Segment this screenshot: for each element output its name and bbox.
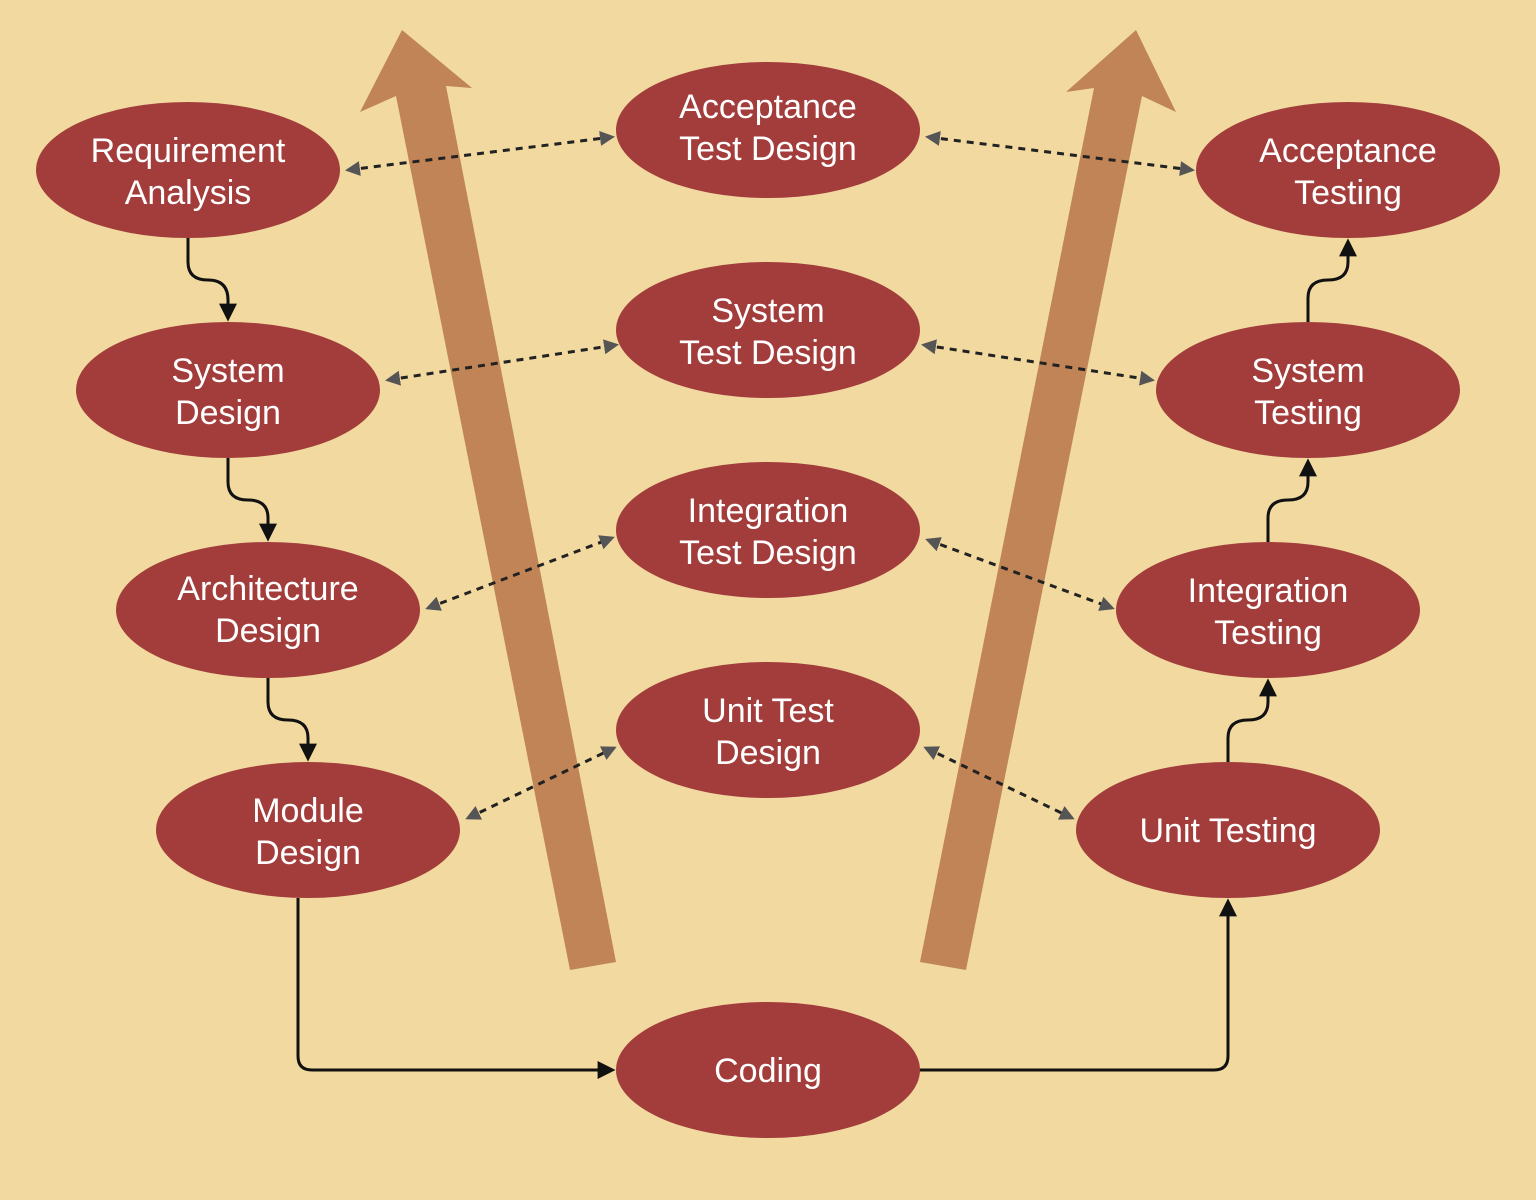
right-upward-big-arrow xyxy=(920,30,1176,970)
node-integration-testing: Integration Testing xyxy=(1116,542,1420,678)
node-label-line2: Analysis xyxy=(125,174,252,212)
node-label-line1: Acceptance xyxy=(679,88,857,126)
flow-integration-to-system-testing xyxy=(1266,458,1317,542)
node-label-line1: Module xyxy=(252,792,364,830)
flow-module-to-coding xyxy=(296,898,616,1079)
node-module-design: Module Design xyxy=(156,762,460,898)
flow-system-to-architecture xyxy=(226,458,277,542)
node-system-test-design: System Test Design xyxy=(616,262,920,398)
node-label-line1: Requirement xyxy=(91,132,286,170)
node-label-line2: Testing xyxy=(1294,174,1402,212)
dotted-module-unit-design xyxy=(465,746,617,820)
node-label-line2: Design xyxy=(215,612,321,650)
node-label-line1: Acceptance xyxy=(1259,132,1437,170)
node-integration-test-design: Integration Test Design xyxy=(616,462,920,598)
flow-requirement-to-system xyxy=(186,238,237,322)
node-label-line2: Design xyxy=(255,834,361,872)
node-architecture-design: Architecture Design xyxy=(116,542,420,678)
node-label-line1: Integration xyxy=(1188,572,1349,610)
node-label-line2: Test Design xyxy=(679,534,857,572)
flow-architecture-to-module xyxy=(266,678,317,762)
node-label-line1: System xyxy=(1251,352,1364,390)
dotted-integration-design-testing xyxy=(925,537,1115,611)
flow-unit-to-integration-testing xyxy=(1226,678,1277,762)
node-label-line1: Coding xyxy=(714,1052,822,1090)
node-label-line2: Testing xyxy=(1214,614,1322,652)
node-unit-testing: Unit Testing xyxy=(1076,762,1380,898)
node-acceptance-testing: Acceptance Testing xyxy=(1196,102,1500,238)
node-label-line1: Unit Test xyxy=(702,692,834,730)
node-requirement-analysis: Requirement Analysis xyxy=(36,102,340,238)
node-label-line2: Design xyxy=(175,394,281,432)
node-label-line1: Unit Testing xyxy=(1139,812,1316,850)
left-upward-big-arrow xyxy=(360,30,616,970)
node-label-line2: Test Design xyxy=(679,334,857,372)
node-acceptance-test-design: Acceptance Test Design xyxy=(616,62,920,198)
dotted-requirement-acceptance-design xyxy=(345,131,615,176)
dotted-architecture-integration-design xyxy=(425,535,615,611)
flow-coding-to-unit-testing xyxy=(918,898,1237,1072)
dotted-acceptance-design-testing xyxy=(925,131,1195,176)
node-label-line1: System xyxy=(711,292,824,330)
node-label-line2: Test Design xyxy=(679,130,857,168)
node-unit-test-design: Unit Test Design xyxy=(616,662,920,798)
flow-arrows xyxy=(186,238,1357,1079)
node-label-line1: System xyxy=(171,352,284,390)
flow-system-to-acceptance-testing xyxy=(1306,238,1357,322)
node-label-line2: Testing xyxy=(1254,394,1362,432)
node-coding: Coding xyxy=(616,1002,920,1138)
node-system-testing: System Testing xyxy=(1156,322,1460,458)
node-label-line1: Architecture xyxy=(177,570,358,608)
dotted-unit-design-testing xyxy=(923,746,1075,820)
node-label-line2: Design xyxy=(715,734,821,772)
node-label-line1: Integration xyxy=(688,492,849,530)
node-system-design: System Design xyxy=(76,322,380,458)
dotted-relations xyxy=(345,131,1195,820)
